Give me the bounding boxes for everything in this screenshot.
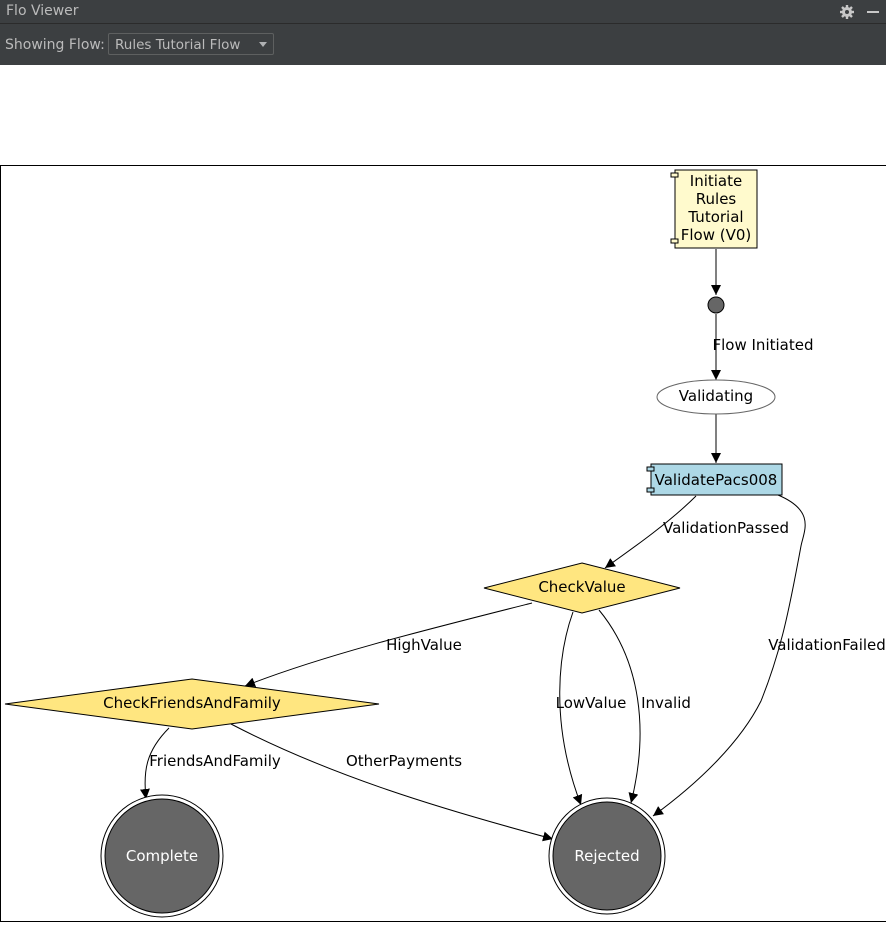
window-title: Flo Viewer — [6, 3, 79, 19]
junction-node — [707, 296, 725, 314]
validate-pacs008-node[interactable]: ValidatePacs008 — [646, 463, 783, 496]
check-friends-and-family-label: CheckFriendsAndFamily — [103, 694, 281, 712]
rejected-node[interactable]: Rejected — [548, 797, 666, 915]
check-value-node[interactable]: CheckValue — [483, 562, 681, 614]
initiate-line-3: Tutorial — [687, 208, 743, 226]
edge-invalid — [598, 609, 641, 804]
flow-diagram: Initiate Rules Tutorial Flow (V0) Flow I… — [4, 169, 886, 918]
initiate-node[interactable]: Initiate Rules Tutorial Flow (V0) — [670, 169, 758, 249]
validating-label: Validating — [679, 387, 753, 405]
initiate-line-2: Rules — [696, 190, 737, 208]
complete-node[interactable]: Complete — [100, 794, 224, 918]
initiate-line-4: Flow (V0) — [681, 226, 752, 244]
rejected-label: Rejected — [574, 847, 639, 865]
edge-label-low-value: LowValue — [556, 694, 627, 712]
validating-node[interactable]: Validating — [656, 379, 776, 415]
edge-high-value — [244, 602, 533, 687]
edge-label-high-value: HighValue — [386, 636, 462, 654]
edge-label-other-payments: OtherPayments — [346, 752, 462, 770]
edge-label-validation-failed: ValidationFailed — [768, 636, 886, 654]
title-bar: Flo Viewer — [0, 0, 886, 24]
minimize-icon[interactable] — [864, 3, 882, 21]
gear-icon[interactable] — [838, 3, 856, 21]
showing-flow-label: Showing Flow: — [5, 37, 105, 53]
initiate-line-1: Initiate — [690, 172, 742, 190]
validate-pacs008-label: ValidatePacs008 — [655, 471, 778, 489]
check-value-label: CheckValue — [538, 578, 625, 596]
flow-select[interactable]: Rules Tutorial Flow — [108, 33, 274, 55]
edge-other-payments — [230, 723, 554, 842]
edge-label-flow-initiated: Flow Initiated — [713, 336, 814, 354]
chevron-down-icon — [259, 42, 267, 47]
edge-label-validation-passed: ValidationPassed — [663, 519, 789, 537]
flow-select-value: Rules Tutorial Flow — [115, 37, 241, 53]
edge-validation-failed — [652, 494, 806, 817]
edge-label-friends-and-family: FriendsAndFamily — [149, 752, 281, 770]
toolbar: Showing Flow: Rules Tutorial Flow — [0, 24, 886, 65]
edge-low-value — [559, 611, 583, 806]
edge-validation-passed — [604, 495, 697, 569]
complete-label: Complete — [126, 847, 198, 865]
edge-friends-and-family — [139, 727, 170, 800]
check-friends-and-family-node[interactable]: CheckFriendsAndFamily — [4, 678, 380, 730]
diagram-canvas: Initiate Rules Tutorial Flow (V0) Flow I… — [0, 165, 886, 922]
edge-label-invalid: Invalid — [641, 694, 691, 712]
